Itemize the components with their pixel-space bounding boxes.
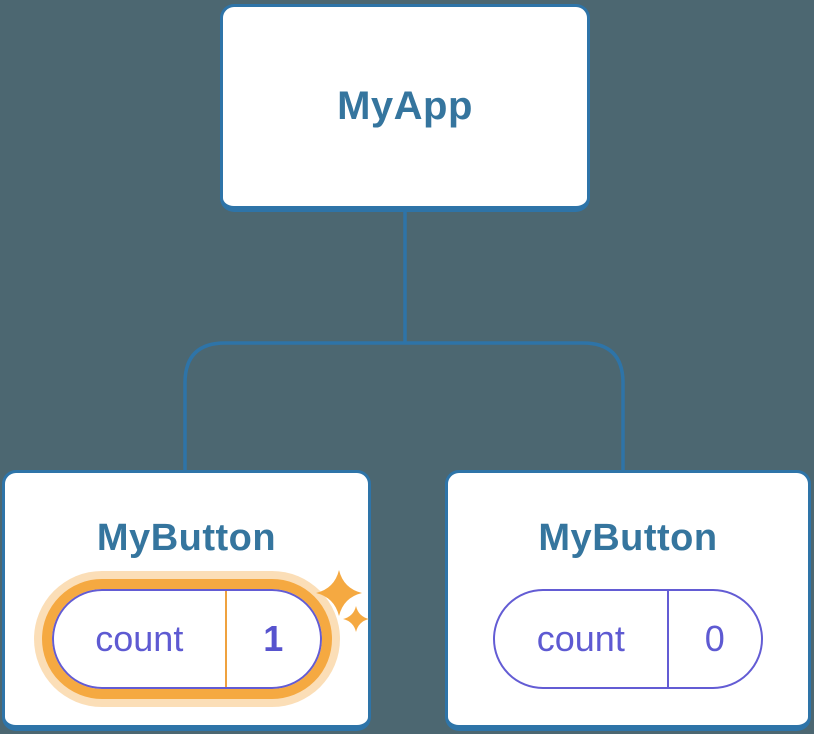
- state-value-label: 0: [704, 618, 725, 659]
- children-bracket-line: [183, 341, 625, 470]
- child-node-label: MyButton: [96, 517, 277, 559]
- state-pill: count 0: [493, 589, 763, 689]
- state-key-label: count: [495, 591, 669, 687]
- state-key-label: count: [54, 591, 228, 687]
- state-pill-wrapper: count 1: [41, 570, 369, 699]
- state-pill-wrapper: count 0: [493, 589, 763, 689]
- state-pill-highlighted: count 1: [41, 579, 332, 699]
- state-value-label: 1: [263, 618, 284, 659]
- child-node-label: MyButton: [538, 517, 718, 559]
- tree-node-mybutton-right: MyButton count 0: [445, 470, 811, 731]
- tree-node-mybutton-left: MyButton count 1: [2, 470, 371, 731]
- tree-node-root: MyApp: [220, 4, 590, 212]
- root-node-label: MyApp: [337, 84, 473, 128]
